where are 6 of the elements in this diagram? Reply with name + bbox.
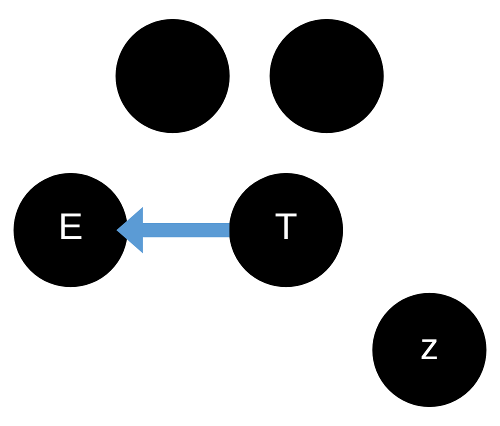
node-circle: z xyxy=(372,292,486,407)
node-circle: E xyxy=(14,173,128,288)
node-circle xyxy=(270,19,384,134)
node-circle xyxy=(116,19,230,134)
arrow xyxy=(116,206,230,254)
node-circle: T xyxy=(228,173,344,288)
